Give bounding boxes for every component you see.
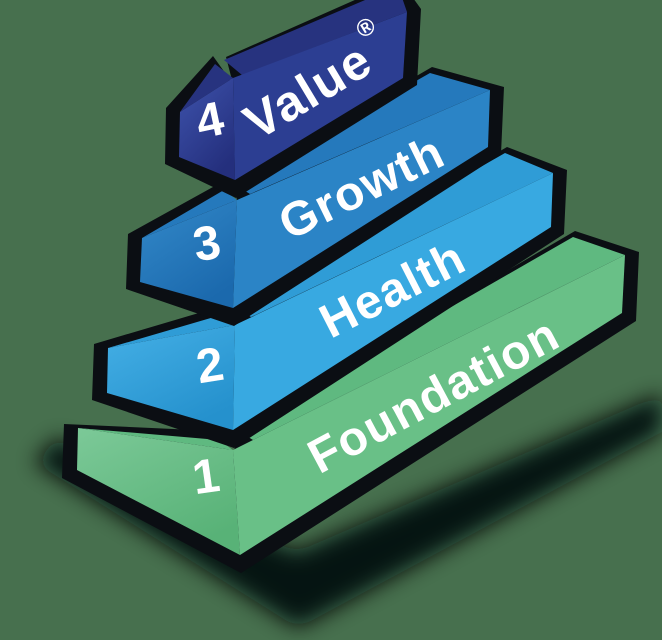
level-3-top-tread	[234, 73, 490, 194]
level-1-left-face	[77, 428, 240, 555]
level-3-growth: 3 Growth	[126, 67, 504, 326]
level-3-left-tread	[142, 190, 237, 238]
level-2-left-face	[107, 325, 235, 430]
level-3-left-face	[140, 200, 237, 308]
level-4-front-face	[233, 12, 407, 180]
level-4-top-tread	[224, 0, 407, 75]
level-1-front-face	[233, 255, 625, 555]
level-2-front-face	[233, 173, 553, 430]
level-4-value: 4 Value ®	[165, 0, 421, 198]
level-1-top-tread	[237, 237, 625, 440]
level-2-left-tread	[108, 315, 235, 348]
level-4-left-face	[179, 78, 235, 180]
level-2-top-tread	[235, 153, 553, 317]
level-3-front-face	[233, 90, 490, 308]
level-4-left-tread	[180, 64, 233, 112]
